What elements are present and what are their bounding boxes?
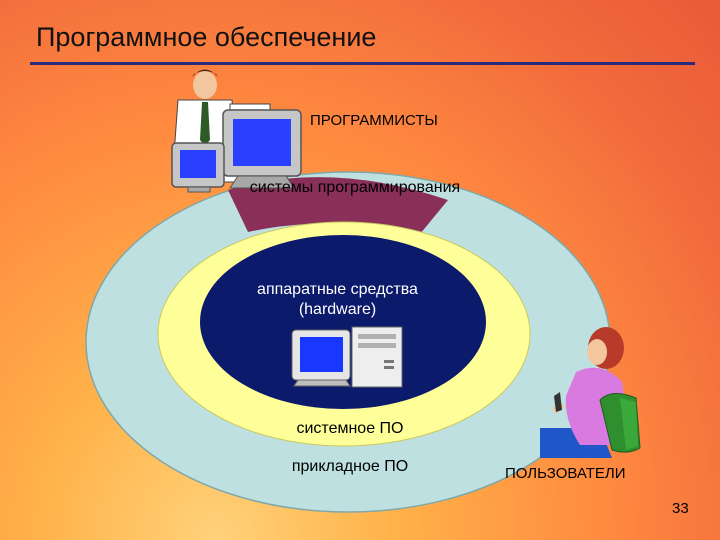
computer-icon [291,326,403,388]
monitor-icon [171,109,302,193]
title-underline [30,62,695,65]
programming-systems-sector [228,177,448,234]
programmers-label: ПРОГРАММИСТЫ [310,112,438,129]
application-software-label: прикладное ПО [291,458,409,475]
inner-core-hardware [200,235,486,409]
user-figure-icon [540,327,641,458]
page-number: 33 [672,500,689,517]
users-label: ПОЛЬЗОВАТЕЛИ [505,465,626,482]
system-software-label: системное ПО [296,420,404,437]
hardware-label: аппаратные средства (hardware) [257,281,418,318]
slide-title: Программное обеспечение [36,22,377,52]
programming-systems-label: системы программирования [249,179,461,196]
